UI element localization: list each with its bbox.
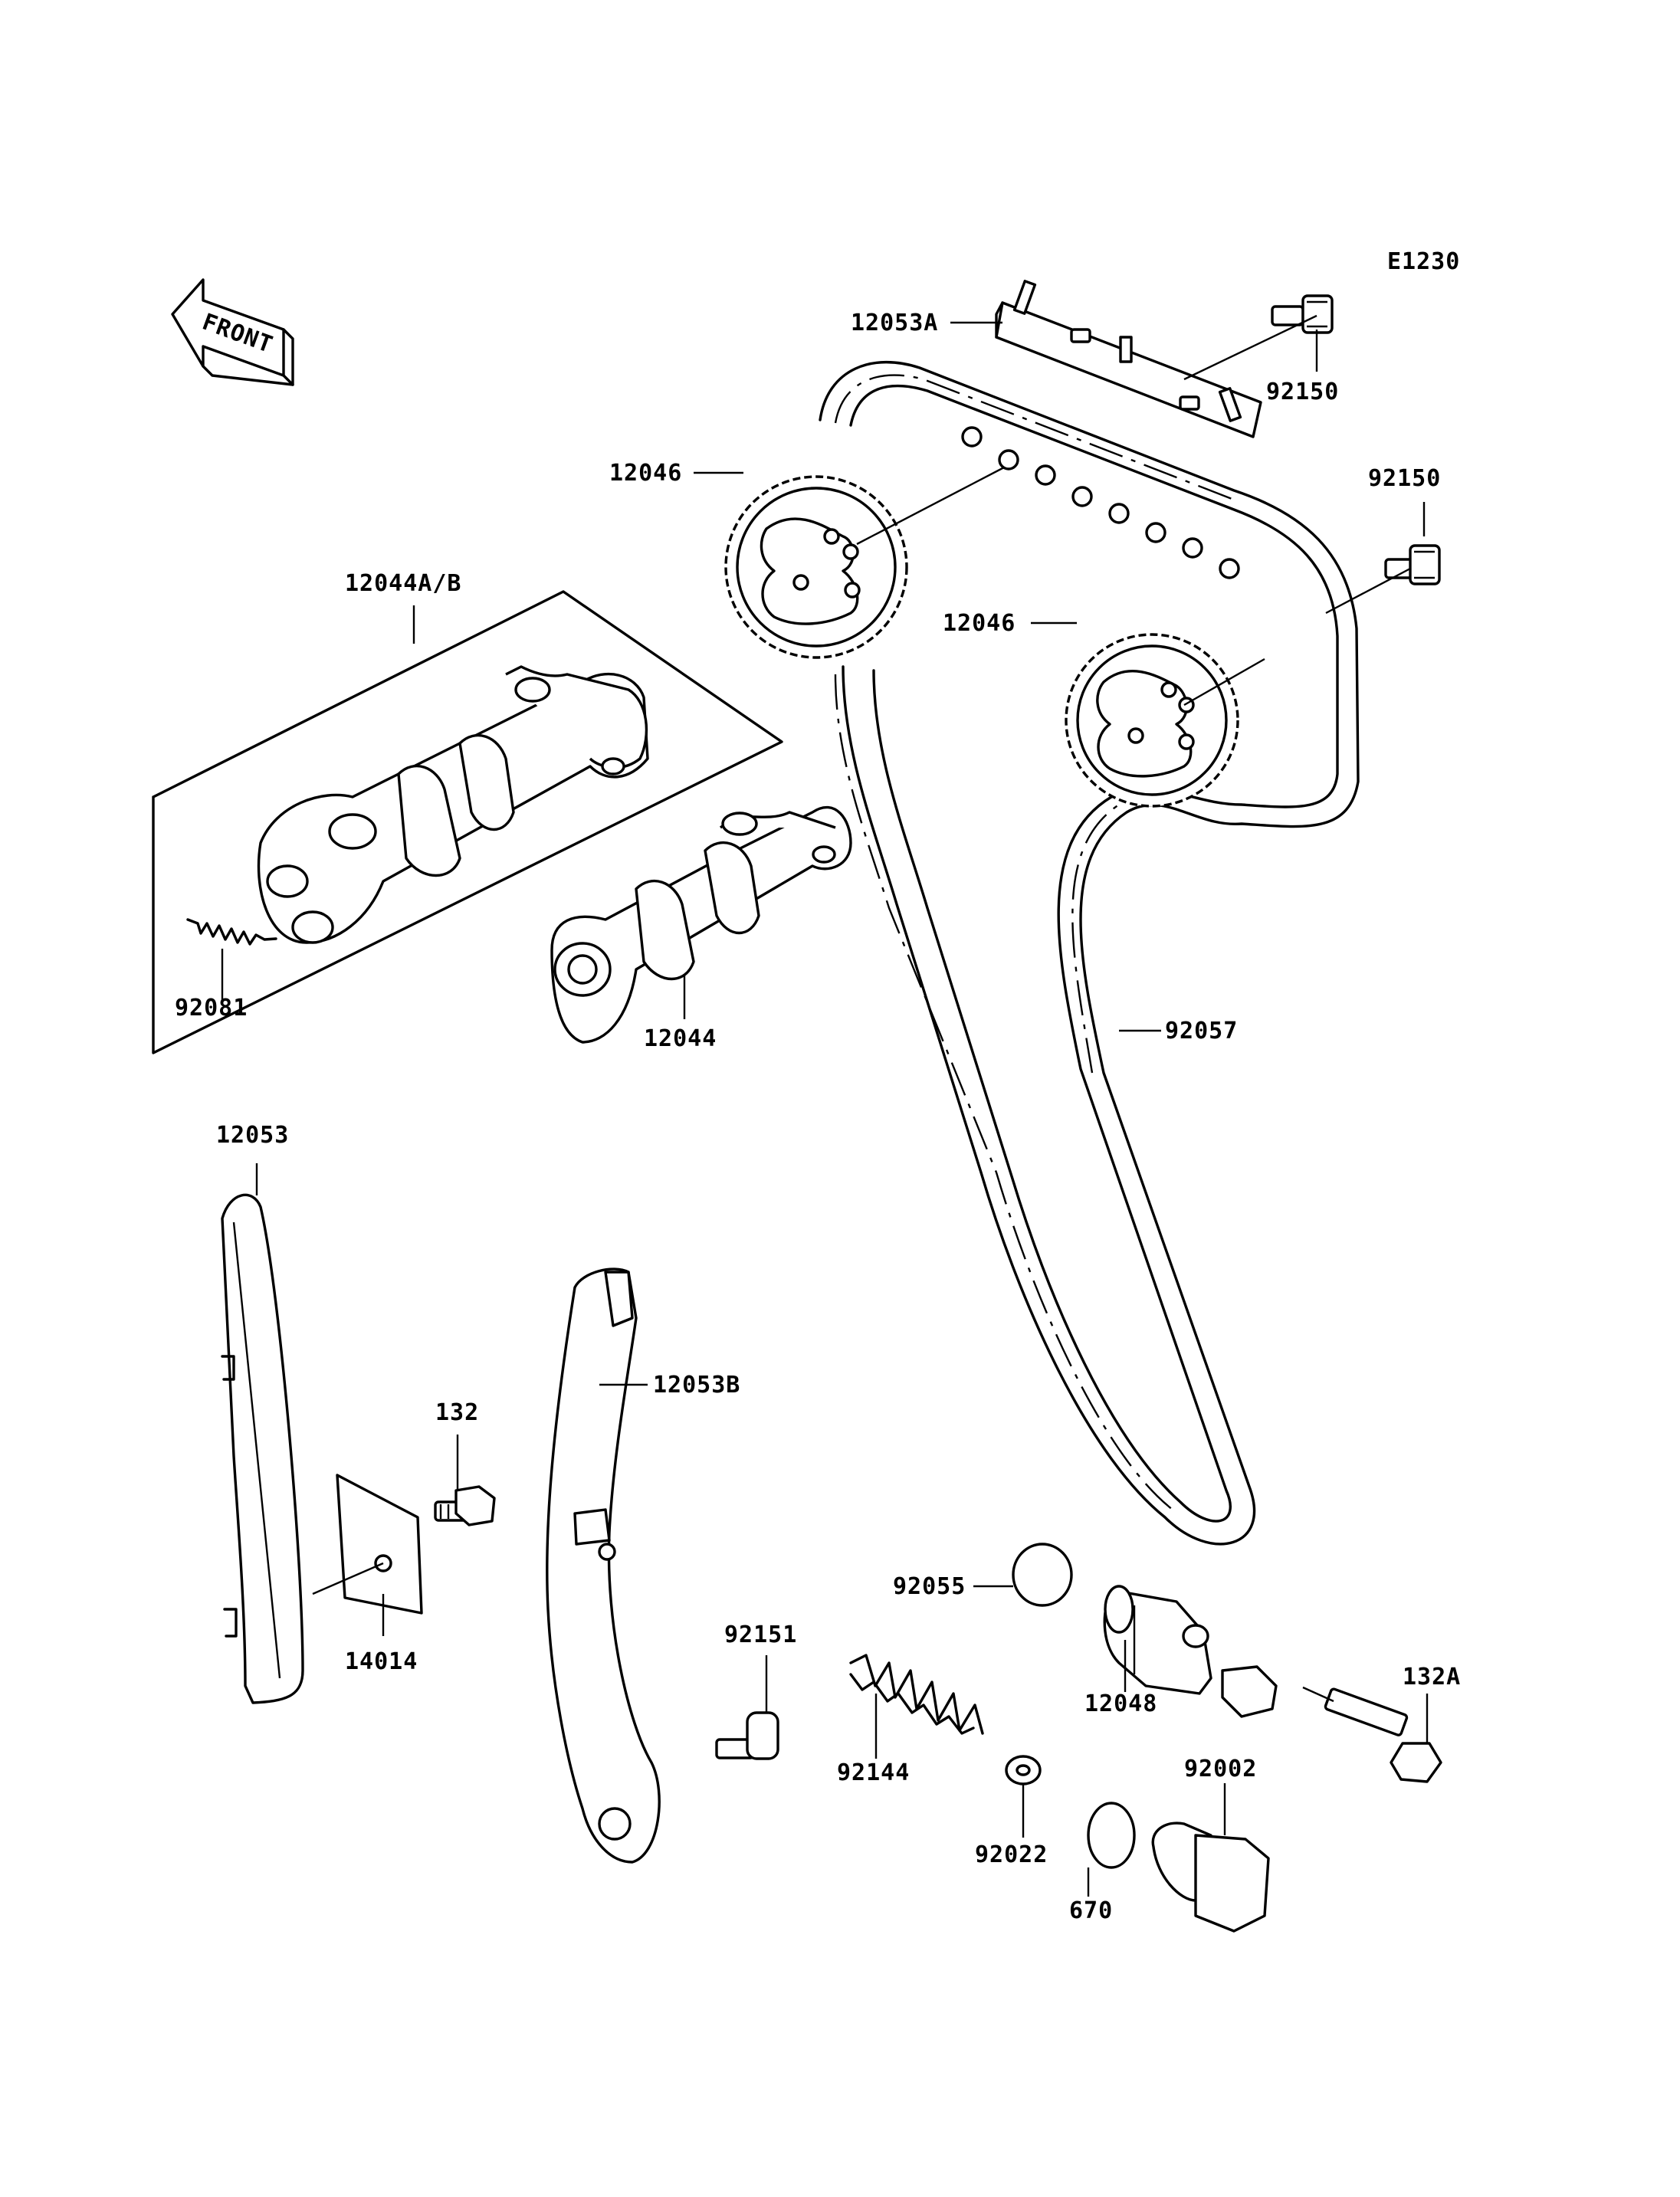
label-14014: 14014 [345,1648,418,1675]
bolt-132 [434,1485,496,1526]
spring-92081 [186,918,277,946]
label-132A: 132A [1403,1664,1461,1690]
sprocket-right [1065,633,1239,808]
label-92057: 92057 [1165,1018,1238,1044]
camshaft-assembly-box [152,590,783,1054]
label-12053: 12053 [216,1122,289,1149]
chain-links [961,426,1240,579]
label-92081: 92081 [175,995,248,1021]
label-132: 132 [435,1399,479,1426]
bolt-92150-right [1384,544,1441,585]
label-92151: 92151 [724,1622,797,1648]
diagram-code: E1230 [1387,248,1460,275]
label-92150-top: 92150 [1266,379,1339,405]
leader-lines [221,314,1429,1897]
part-labels: 12053A 92150 92150 12046 12046 12044A/B … [175,310,1461,1924]
label-12044AB: 12044A/B [345,570,462,597]
cap-bolt-92002 [1151,1822,1270,1933]
bolt-132A [1324,1687,1442,1783]
bolt-92150-top [1271,294,1334,334]
pin-92151 [715,1711,779,1760]
cam-chain [819,361,1360,1546]
washer-92022 [1005,1755,1042,1785]
o-ring-670 [1087,1802,1136,1869]
upper-chain-guide [995,280,1262,438]
o-ring-92055 [1012,1543,1073,1607]
chain-guide-12053 [221,1193,304,1704]
plate-14014 [336,1474,423,1615]
label-92002: 92002 [1184,1756,1257,1782]
label-92150-right: 92150 [1368,465,1441,492]
front-arrow-icon: FRONT [171,278,294,386]
spring-92144 [849,1654,984,1735]
sprocket-left [724,475,908,659]
camshaft-12044 [550,806,852,1044]
label-12053B: 12053B [653,1372,740,1399]
tensioner-guide-12053B [546,1267,661,1864]
label-12048: 12048 [1084,1690,1157,1717]
camshaft-12044AB [257,665,649,944]
label-12053A: 12053A [851,310,938,336]
tensioner-12048 [1103,1585,1278,1718]
label-92022: 92022 [975,1841,1048,1868]
label-670: 670 [1069,1897,1113,1924]
label-92055: 92055 [893,1573,966,1600]
label-12044: 12044 [644,1025,717,1052]
label-92144: 92144 [837,1759,910,1786]
label-12046-left: 12046 [609,460,682,487]
label-12046-right: 12046 [943,610,1016,637]
